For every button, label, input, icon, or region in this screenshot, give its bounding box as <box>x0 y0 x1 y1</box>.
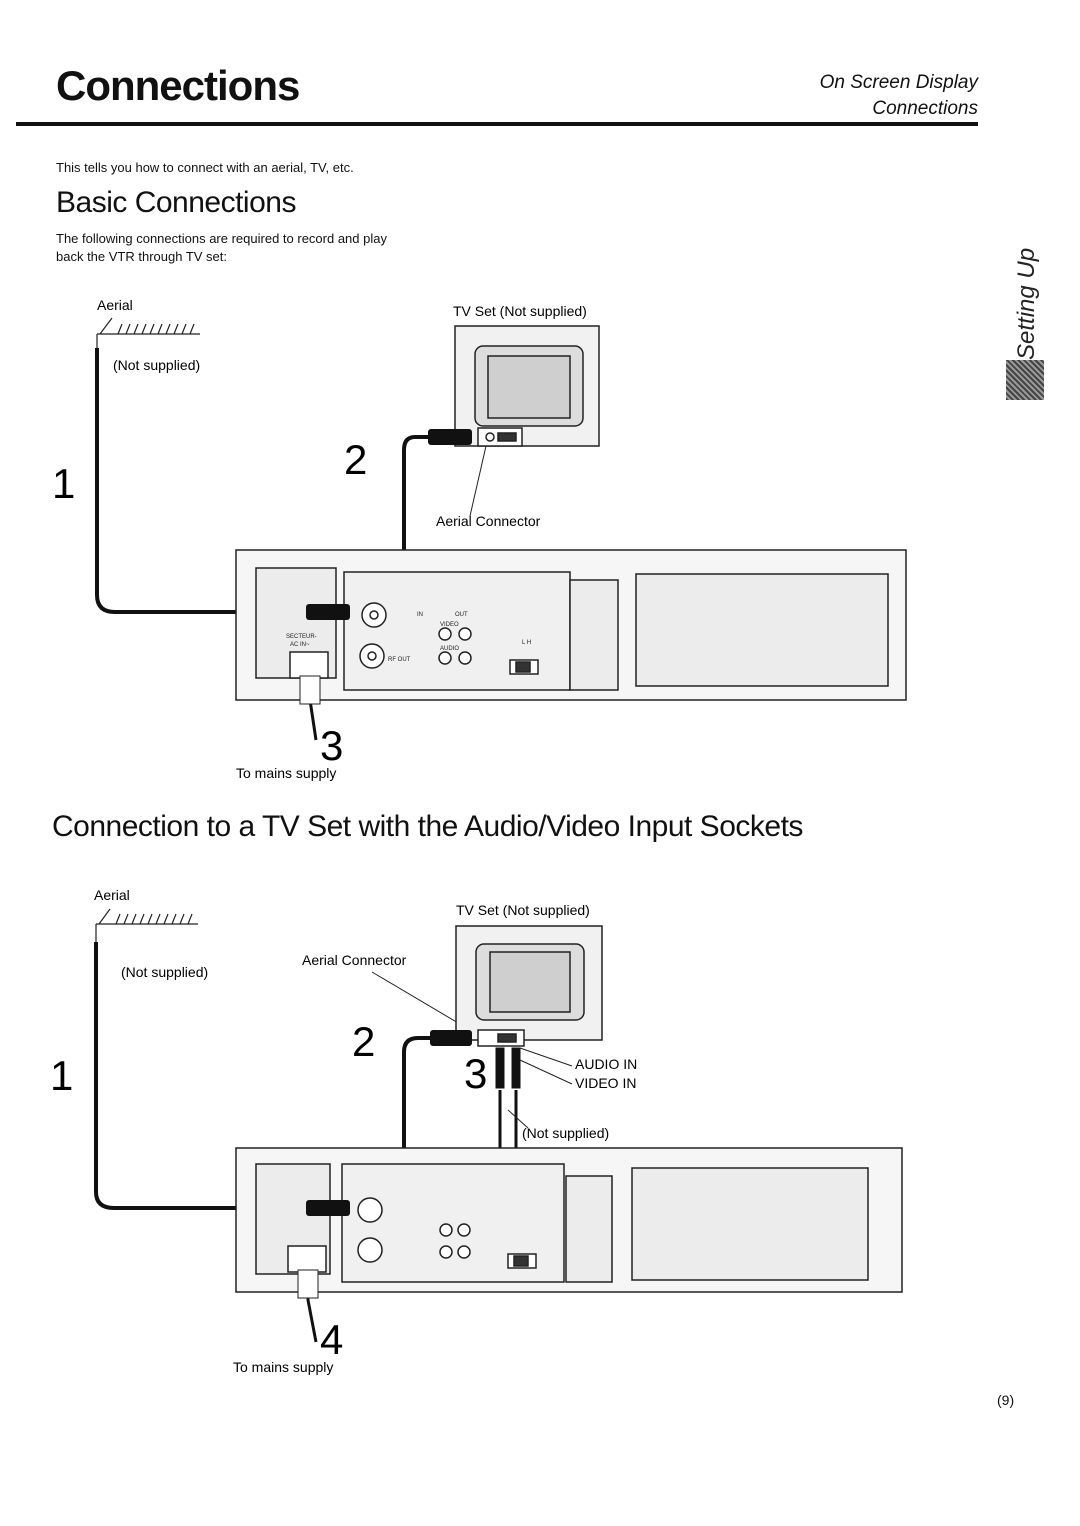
vcr-lh-label: L H <box>522 640 531 646</box>
vcr-acin-label: AC IN~ <box>290 642 310 648</box>
step-2-b: 2 <box>352 1018 375 1065</box>
aerial-icon-2 <box>95 908 198 944</box>
mains-plug <box>299 675 321 705</box>
tv-set-2 <box>455 925 603 1047</box>
section1-heading: Basic Connections <box>56 186 296 219</box>
aerial-label: Aerial <box>97 297 133 313</box>
vcr-rfout-label: RF OUT <box>388 657 411 663</box>
vcr-video-label: VIDEO <box>440 622 459 628</box>
step-2: 2 <box>344 436 367 483</box>
step-4: 4 <box>320 1316 343 1363</box>
av-connection-diagram: Aerial (Not supplied) TV Set (Not suppli… <box>50 887 903 1375</box>
step-1-b: 1 <box>50 1052 73 1099</box>
vcr-panel-labels: IN OUT VIDEO AUDIO RF OUT SECTEUR- AC IN… <box>286 612 531 663</box>
aerial-connector-label: Aerial Connector <box>436 513 541 529</box>
tv-label-2: TV Set (Not supplied) <box>456 902 590 918</box>
cable-pointer <box>507 1109 529 1129</box>
tv-label: TV Set (Not supplied) <box>453 303 587 319</box>
audio-in-label: AUDIO IN <box>575 1056 637 1072</box>
vcr-rear-panel-2 <box>235 1147 903 1293</box>
header-rule <box>16 122 978 126</box>
setting-up-label: Setting Up <box>1013 248 1040 360</box>
tv-plug-2 <box>430 1030 472 1046</box>
cable-not-supplied: (Not supplied) <box>522 1125 609 1141</box>
step-3: 3 <box>320 722 343 769</box>
aerial-connector-pointer <box>469 445 487 517</box>
aerial-label-2: Aerial <box>94 887 130 903</box>
video-in-pointer <box>519 1059 573 1085</box>
aerial-icon <box>96 317 200 350</box>
tv-cable-2 <box>390 1036 432 1233</box>
vcr-rear-panel <box>235 549 907 701</box>
section1-paragraph: The following connections are required t… <box>56 230 496 266</box>
mains-label-2: To mains supply <box>233 1359 333 1375</box>
section2-heading: Connection to a TV Set with the Audio/Vi… <box>52 810 803 843</box>
vcr-audio-label: AUDIO <box>440 646 459 652</box>
aerial-connector-pointer-2 <box>371 971 471 1031</box>
header-breadcrumb: On Screen Display Connections <box>820 70 978 122</box>
section1-text-line1: The following connections are required t… <box>56 231 387 246</box>
mains-plug-2 <box>297 1269 319 1299</box>
page-number: (9) <box>997 1392 1015 1408</box>
header-line-2: Connections <box>872 98 978 119</box>
page-title: Connections <box>56 62 300 109</box>
audio-in-pointer <box>519 1047 573 1067</box>
aerial-connector-label-2: Aerial Connector <box>302 952 407 968</box>
vcr-in-label: IN <box>417 612 423 618</box>
setting-up-tab: Setting Up <box>1013 248 1040 360</box>
side-tab-marker <box>1006 360 1044 400</box>
basic-connection-diagram: Aerial (Not supplied) TV Set (Not suppli… <box>52 297 907 781</box>
vcr-secteur-label: SECTEUR- <box>286 634 317 640</box>
step-3-b: 3 <box>464 1050 487 1097</box>
tv-plug <box>428 429 472 445</box>
aerial-plug-2 <box>306 1200 350 1216</box>
aerial-plug <box>306 604 350 620</box>
video-in-label: VIDEO IN <box>575 1075 636 1091</box>
tv-set <box>454 325 600 447</box>
aerial-not-supplied-2: (Not supplied) <box>121 964 208 980</box>
step-1: 1 <box>52 460 75 507</box>
aerial-cable-2 <box>94 942 310 1210</box>
tv-cable <box>388 435 430 631</box>
aerial-cable <box>95 348 310 614</box>
aerial-not-supplied: (Not supplied) <box>113 357 200 373</box>
intro-text: This tells you how to connect with an ae… <box>56 160 354 175</box>
vcr-out-label: OUT <box>455 612 468 618</box>
section1-text-line2: back the VTR through TV set: <box>56 249 228 264</box>
mains-label: To mains supply <box>236 765 336 781</box>
header-line-1: On Screen Display <box>819 72 978 93</box>
